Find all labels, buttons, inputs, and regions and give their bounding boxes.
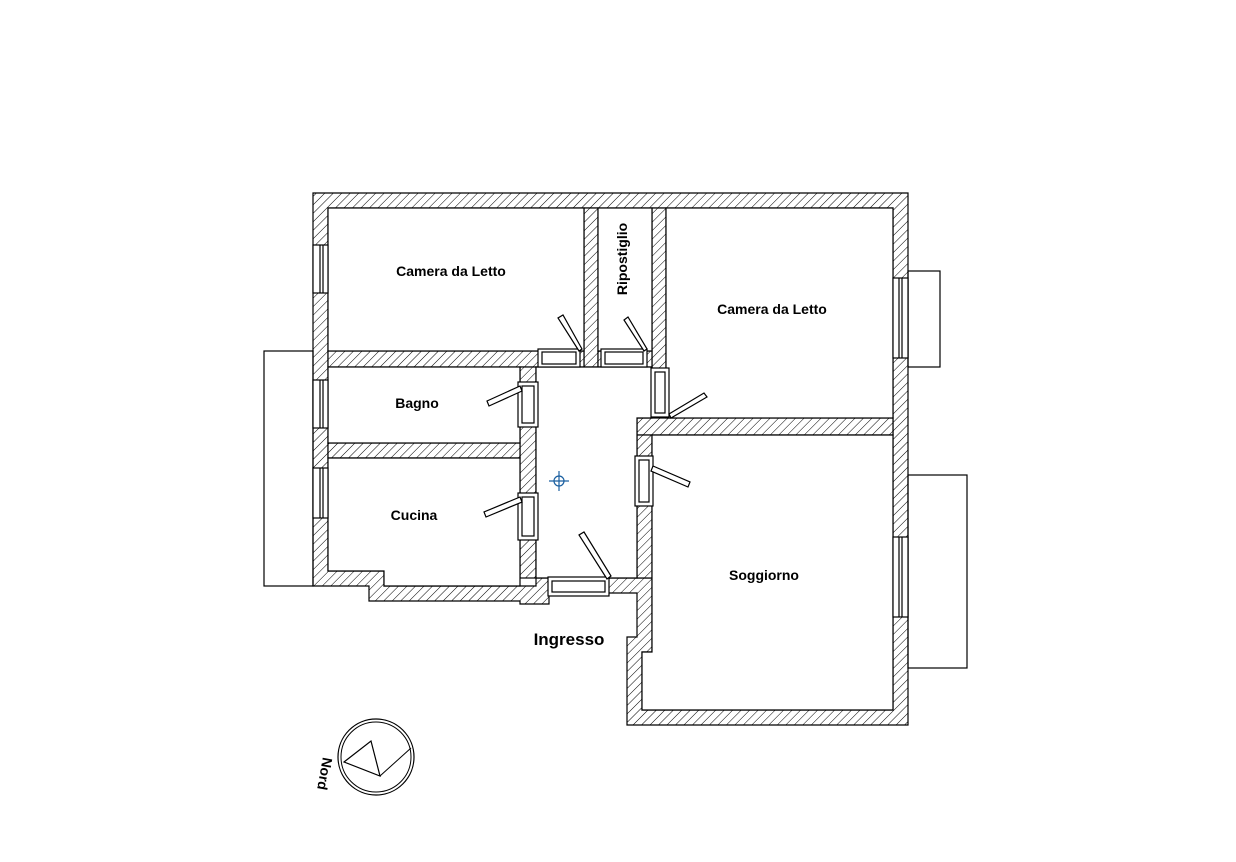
room-label-camera-sx: Camera da Letto xyxy=(396,263,506,279)
windows xyxy=(312,244,909,618)
room-label-ripostiglio: Ripostiglio xyxy=(614,223,630,295)
balcony-bedroom xyxy=(907,270,941,368)
room-label-soggiorno: Soggiorno xyxy=(729,567,799,583)
room-interiors xyxy=(327,207,894,711)
door-swings xyxy=(483,314,708,580)
north-compass: Nord xyxy=(314,718,415,796)
balcony-living xyxy=(907,474,968,669)
room-label-camera-dx: Camera da Letto xyxy=(717,301,827,317)
window-camera-dx xyxy=(892,277,909,359)
compass-outer-circle xyxy=(337,718,415,796)
room-label-bagno: Bagno xyxy=(395,395,439,411)
door-frames xyxy=(517,348,670,597)
entry-label-ingresso: Ingresso xyxy=(534,630,605,649)
compass-label: Nord xyxy=(314,756,335,791)
compass-inner-circle xyxy=(340,721,412,793)
crosshair-marker xyxy=(549,471,569,491)
window-soggiorno xyxy=(892,536,909,618)
room-label-cucina: Cucina xyxy=(391,507,438,523)
balcony-west xyxy=(263,350,314,587)
north-arrow-icon xyxy=(342,739,381,777)
